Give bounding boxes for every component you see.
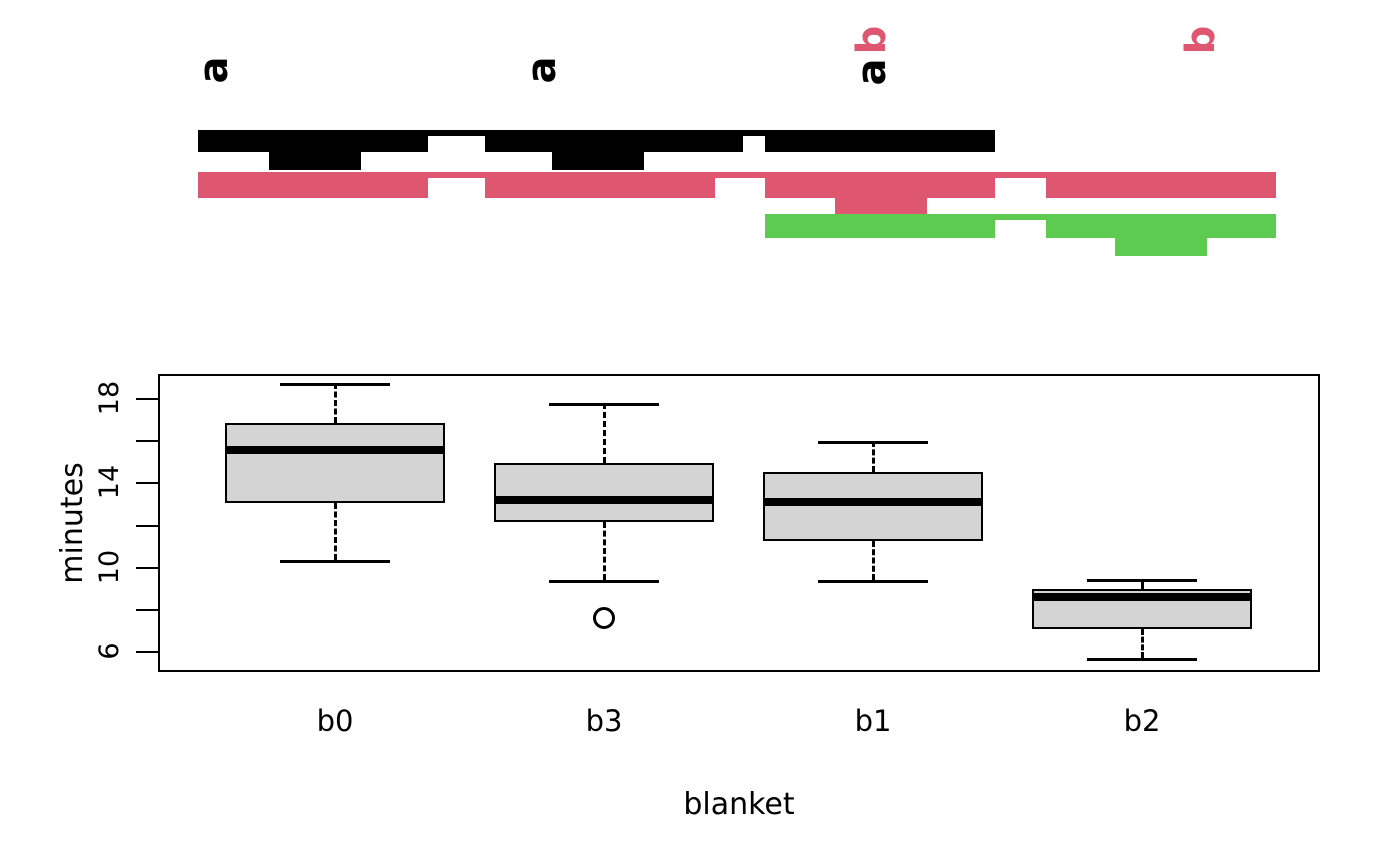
comparison-bar-row2-segment-0 — [198, 172, 1276, 178]
y-tick-label-14: 14 — [94, 464, 125, 500]
median-b0 — [225, 446, 445, 454]
whisker-lower-b2 — [1141, 629, 1144, 658]
whisker-lower-b1 — [872, 541, 875, 580]
comparison-bar-row3-segment-1 — [765, 220, 995, 238]
y-tick-10 — [136, 567, 158, 569]
box-b3 — [494, 463, 714, 522]
comparison-bar-row3-segment-0 — [765, 214, 1276, 220]
whisker-lower-b3 — [603, 522, 606, 580]
comparison-bar-row1-segment-3 — [765, 136, 995, 152]
whisker-cap-upper-b1 — [818, 441, 928, 444]
cld-letter-b3-a: a — [519, 56, 565, 84]
comparison-bar-row1-segment-5 — [552, 152, 644, 170]
comparison-bar-row2-segment-3 — [765, 178, 995, 198]
whisker-upper-b2 — [1141, 579, 1144, 589]
whisker-cap-lower-b0 — [280, 560, 390, 563]
y-tick-label-6: 6 — [94, 642, 125, 660]
whisker-cap-upper-b0 — [280, 383, 390, 386]
whisker-cap-lower-b2 — [1087, 658, 1197, 661]
y-tick-14 — [136, 482, 158, 484]
whisker-cap-upper-b2 — [1087, 579, 1197, 582]
median-b1 — [763, 498, 983, 506]
median-b2 — [1032, 593, 1252, 601]
y-tick-18 — [136, 398, 158, 400]
whisker-cap-lower-b1 — [818, 580, 928, 583]
whisker-lower-b0 — [334, 503, 337, 560]
comparison-bar-row1-segment-1 — [198, 136, 428, 152]
x-axis-title: blanket — [683, 787, 795, 822]
whisker-upper-b1 — [872, 441, 875, 472]
comparison-bar-row2-segment-1 — [198, 178, 428, 198]
comparison-bar-row2-segment-4 — [1046, 178, 1276, 198]
x-axis-label-b2: b2 — [1123, 704, 1161, 738]
median-b3 — [494, 496, 714, 504]
box-b0 — [225, 423, 445, 503]
x-axis-label-b1: b1 — [854, 704, 892, 738]
x-axis-label-b3: b3 — [585, 704, 623, 738]
comparison-bar-row3-segment-3 — [1115, 238, 1207, 256]
comparison-bar-row1-segment-2 — [485, 136, 743, 152]
whisker-cap-lower-b3 — [549, 580, 659, 583]
whisker-upper-b3 — [603, 403, 606, 463]
comparison-bar-row1-segment-0 — [198, 130, 995, 136]
y-tick-16 — [136, 440, 158, 442]
comparison-bar-row2-segment-5 — [835, 198, 927, 216]
y-tick-label-10: 10 — [94, 549, 125, 585]
comparison-bar-row1-segment-4 — [269, 152, 361, 170]
box-b1 — [763, 472, 983, 541]
y-axis-title: minutes — [55, 462, 90, 584]
y-tick-6 — [136, 651, 158, 653]
x-axis-label-b0: b0 — [316, 704, 354, 738]
whisker-cap-upper-b3 — [549, 403, 659, 406]
y-tick-12 — [136, 525, 158, 527]
outlier-b3-0 — [593, 607, 615, 629]
y-tick-label-18: 18 — [94, 380, 125, 416]
cld-letter-b2-b: b — [1178, 25, 1224, 55]
cld-letter-b1-a: a — [849, 58, 895, 86]
comparison-bar-row2-segment-2 — [485, 178, 715, 198]
comparison-bar-row3-segment-2 — [1046, 220, 1276, 238]
cld-letter-b0-a: a — [191, 56, 237, 84]
whisker-upper-b0 — [334, 383, 337, 423]
y-tick-8 — [136, 609, 158, 611]
